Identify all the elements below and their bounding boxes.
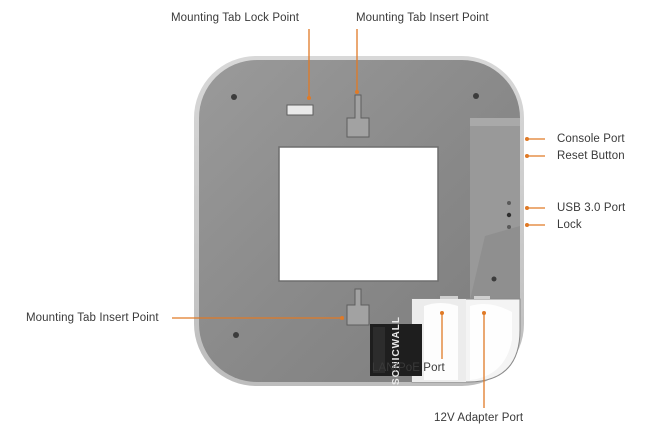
label-console-port: Console Port [557,133,625,145]
callout-lines [172,29,545,408]
mount-lock-slot [286,104,314,116]
mount-keyhole-bottom [346,288,370,326]
mount-keyhole-top [346,94,370,138]
screw-bottom-right [491,276,497,282]
lan-poe-port-socket [424,303,458,380]
label-reset-button: Reset Button [557,150,625,162]
screw-bottom-left [233,332,239,338]
label-lock: Lock [557,219,582,231]
usb-port-hole [506,212,512,218]
lock-hole [507,225,511,229]
callout-dots [307,90,529,320]
label-usb-port: USB 3.0 Port [557,202,626,214]
usb-port-indicator [507,201,511,205]
center-window [278,146,439,282]
screw-top-left [231,94,237,100]
label-adapter-port: 12V Adapter Port [434,412,524,424]
label-mounting-tab-lock-point: Mounting Tab Lock Point [171,12,300,24]
screw-top-right [473,93,479,99]
adapter-port-socket [470,304,512,380]
label-mounting-tab-insert-point-top: Mounting Tab Insert Point [356,12,489,24]
label-mounting-tab-insert-point-left: Mounting Tab Insert Point [26,312,159,324]
label-lan-poe-port: LAN/PoE Port [372,362,445,374]
